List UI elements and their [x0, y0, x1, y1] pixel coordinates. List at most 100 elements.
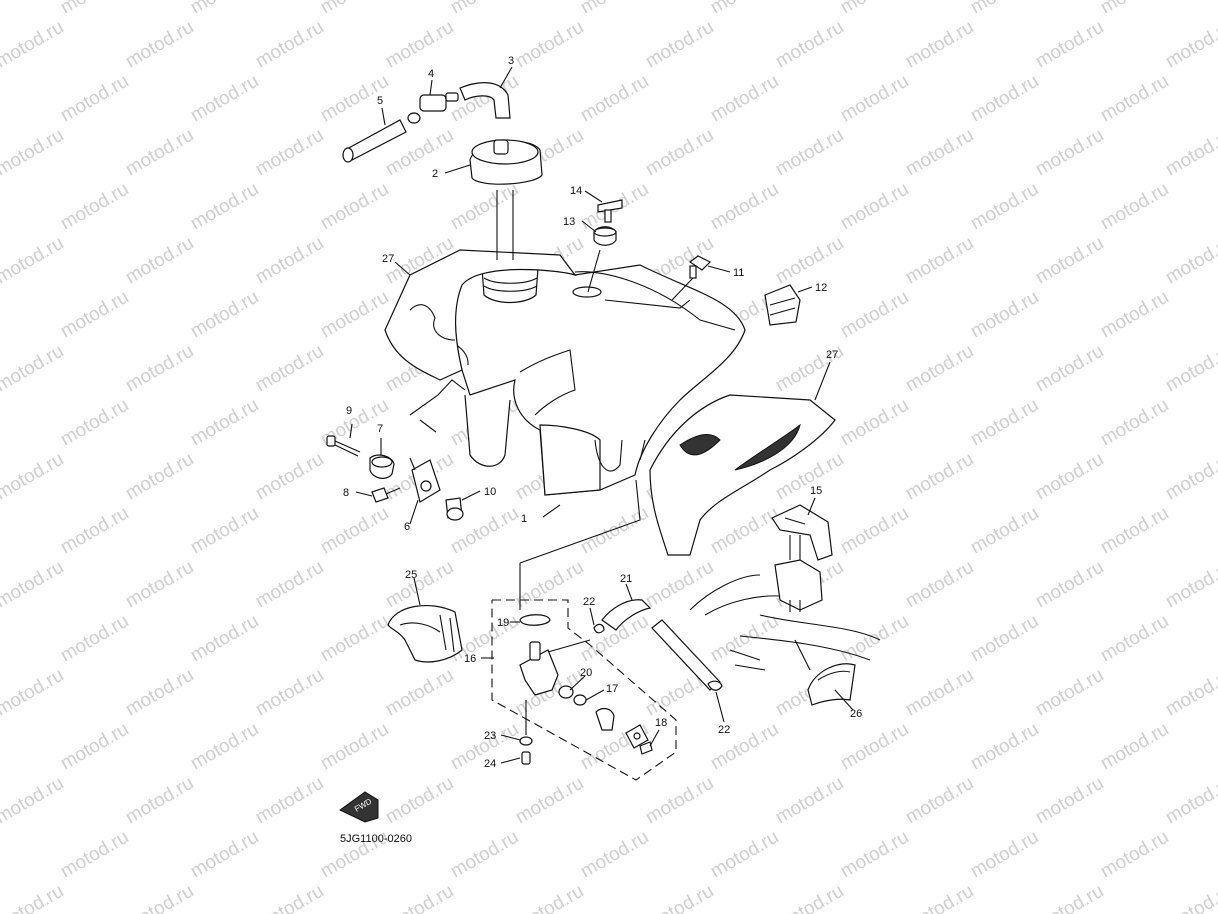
callout-23: 23: [484, 730, 496, 742]
watermark-text: motod.ru: [772, 17, 847, 73]
watermark-text: motod.ru: [837, 287, 912, 343]
watermark-text: motod.ru: [122, 17, 197, 73]
side-cover-right: [649, 394, 836, 556]
watermark-text: motod.ru: [382, 773, 457, 829]
watermark-text: motod.ru: [122, 449, 197, 505]
watermark-text: motod.ru: [122, 665, 197, 721]
watermark-text: motod.ru: [642, 557, 717, 613]
watermark-text: motod.ru: [772, 125, 847, 181]
watermark-text: motod.ru: [837, 827, 912, 883]
watermark-text: motod.ru: [577, 827, 652, 883]
watermark-text: motod.ru: [967, 395, 1042, 451]
watermark-text: motod.ru: [642, 125, 717, 181]
watermark-text: motod.ru: [0, 233, 67, 289]
leader-lines: [349, 66, 854, 764]
watermark-text: motod.ru: [187, 0, 262, 18]
watermark-text: motod.ru: [252, 341, 327, 397]
callout-22-top: 22: [583, 596, 595, 608]
watermark-text: motod.ru: [382, 665, 457, 721]
watermark-text: motod.ru: [0, 71, 2, 127]
watermark-text: motod.ru: [577, 71, 652, 127]
watermark-text: motod.ru: [1097, 827, 1172, 883]
watermark-text: motod.ru: [187, 395, 262, 451]
callout-15: 15: [810, 485, 822, 497]
watermark-text: motod.ru: [317, 0, 392, 18]
watermark-text: motod.ru: [57, 611, 132, 667]
watermark-text: motod.ru: [187, 71, 262, 127]
callout-19: 19: [497, 617, 509, 629]
watermark-text: motod.ru: [837, 395, 912, 451]
watermark-text: motod.ru: [902, 125, 977, 181]
watermark-text: motod.ru: [0, 503, 2, 559]
watermark-text: motod.ru: [1032, 233, 1107, 289]
watermark-text: motod.ru: [967, 179, 1042, 235]
breather-valve: [407, 92, 459, 124]
callout-3: 3: [508, 55, 514, 67]
callout-26: 26: [850, 708, 862, 720]
watermark-text: motod.ru: [902, 449, 977, 505]
watermark-text: motod.ru: [0, 665, 67, 721]
watermark-text: motod.ru: [902, 665, 977, 721]
watermark-text: motod.ru: [707, 611, 782, 667]
watermark-text: motod.ru: [1162, 125, 1218, 181]
watermark-text: motod.ru: [967, 0, 1042, 18]
watermark-text: motod.ru: [837, 71, 912, 127]
watermark-text: motod.ru: [187, 827, 262, 883]
bolt-9: [326, 435, 361, 457]
watermark-text: motod.ru: [317, 503, 392, 559]
watermark-text: motod.ru: [57, 0, 132, 18]
breather-pipe: [342, 119, 407, 163]
watermark-text: motod.ru: [252, 449, 327, 505]
watermark-text: motod.ru: [317, 287, 392, 343]
callout-25: 25: [405, 569, 417, 581]
watermark-text: motod.ru: [1162, 341, 1218, 397]
watermark-text: motod.ru: [837, 0, 912, 18]
side-cover-left: [384, 249, 577, 381]
watermark-text: motod.ru: [122, 557, 197, 613]
callout-27-right: 27: [826, 349, 838, 361]
callouts: 1 2 3 4 5 6 7 8 9 10 11 12 13 14 15 16 1…: [343, 55, 862, 770]
watermark-text: motod.ru: [1162, 773, 1218, 829]
watermark-text: motod.ru: [187, 287, 262, 343]
breather-hose: [459, 82, 511, 119]
watermark-text: motod.ru: [1032, 881, 1107, 914]
bracket-6: [409, 457, 441, 503]
watermark-text: motod.ru: [707, 0, 782, 18]
watermark-text: motod.ru: [512, 17, 587, 73]
watermark-text: motod.ru: [0, 0, 2, 18]
watermark-text: motod.ru: [772, 233, 847, 289]
watermark-text: motod.ru: [1097, 719, 1172, 775]
fuel-hose-21: [601, 599, 723, 691]
watermark-text: motod.ru: [0, 557, 67, 613]
watermark-text: motod.ru: [57, 287, 132, 343]
watermark-text: motod.ru: [902, 557, 977, 613]
watermark-text: motod.ru: [0, 179, 2, 235]
watermark-text: motod.ru: [0, 125, 67, 181]
watermark-text: motod.ru: [382, 17, 457, 73]
callout-4: 4: [428, 68, 434, 80]
watermark-text: motod.ru: [57, 179, 132, 235]
watermark-text: motod.ru: [967, 287, 1042, 343]
watermark-text: motod.ru: [707, 71, 782, 127]
watermark-text: motod.ru: [447, 827, 522, 883]
callout-7: 7: [377, 423, 383, 435]
watermark-text: motod.ru: [317, 611, 392, 667]
callout-5: 5: [377, 95, 383, 107]
watermark-text: motod.ru: [707, 503, 782, 559]
watermark-text: motod.ru: [1032, 557, 1107, 613]
watermark-text: motod.ru: [57, 719, 132, 775]
watermark-text: motod.ru: [122, 881, 197, 914]
callout-27-left: 27: [382, 253, 394, 265]
watermark-text: motod.ru: [707, 179, 782, 235]
watermark-text: motod.ru: [512, 557, 587, 613]
callout-1: 1: [521, 513, 527, 525]
watermark-text: motod.ru: [0, 341, 67, 397]
watermark-text: motod.ru: [577, 503, 652, 559]
watermark-text: motod.ru: [0, 827, 2, 883]
watermark-text: motod.ru: [0, 881, 67, 914]
watermark-text: motod.ru: [967, 827, 1042, 883]
watermark-text: motod.ru: [837, 503, 912, 559]
watermark-text: motod.ru: [0, 17, 67, 73]
watermark-text: motod.ru: [1097, 503, 1172, 559]
callout-13: 13: [563, 216, 575, 228]
